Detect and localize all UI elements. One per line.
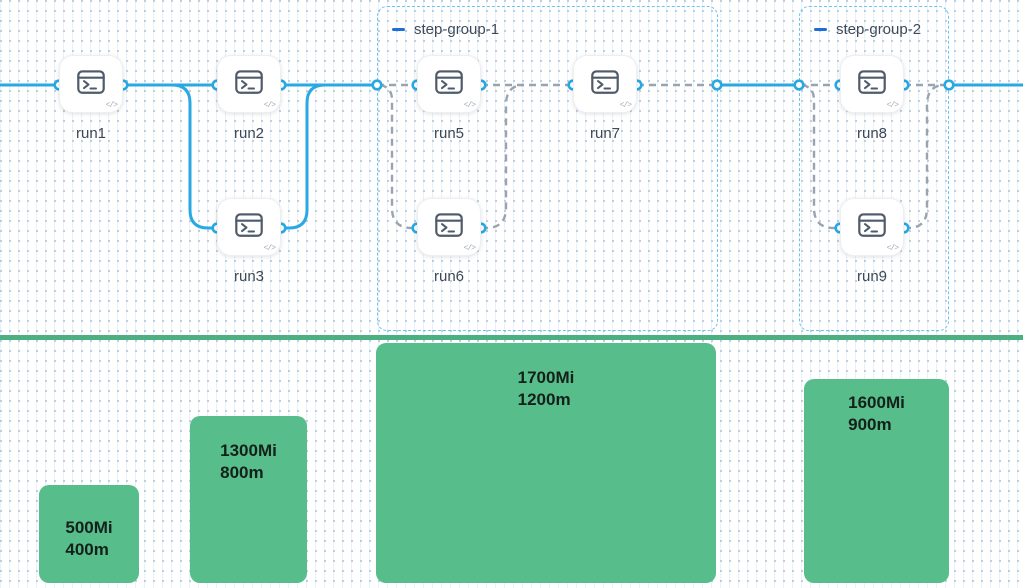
- memory-value: 500Mi: [65, 518, 113, 537]
- node-label-run8: run8: [856, 125, 888, 142]
- node-run6[interactable]: </>: [417, 198, 481, 256]
- step-group-1-header: step-group-1: [378, 7, 717, 38]
- group-dash-icon: [814, 28, 827, 31]
- resource-separator-line: [0, 335, 1023, 340]
- node-run9[interactable]: </>: [840, 198, 904, 256]
- node-label-run3: run3: [233, 268, 265, 285]
- port[interactable]: [943, 79, 955, 91]
- group-dash-icon: [392, 28, 405, 31]
- code-icon: </>: [463, 244, 476, 253]
- terminal-icon: [858, 70, 886, 94]
- resource-bar-run1[interactable]: 500Mi 400m: [39, 485, 139, 583]
- terminal-icon: [77, 70, 105, 94]
- terminal-icon: [235, 70, 263, 94]
- step-group-2-box[interactable]: step-group-2: [799, 6, 949, 331]
- terminal-icon: [235, 213, 263, 237]
- resource-bar-step-group-1[interactable]: 1700Mi 1200m: [376, 343, 716, 583]
- node-run5[interactable]: </>: [417, 55, 481, 113]
- cpu-value: 800m: [220, 463, 264, 482]
- cpu-value: 1200m: [517, 390, 571, 409]
- node-run1[interactable]: </>: [59, 55, 123, 113]
- node-run8[interactable]: </>: [840, 55, 904, 113]
- cpu-value: 400m: [65, 540, 109, 559]
- resource-bar-step-group-2[interactable]: 1600Mi 900m: [804, 379, 949, 583]
- terminal-icon: [858, 213, 886, 237]
- step-group-1-box[interactable]: step-group-1: [377, 6, 718, 331]
- code-icon: </>: [463, 101, 476, 110]
- terminal-icon: [435, 70, 463, 94]
- port[interactable]: [711, 79, 723, 91]
- port[interactable]: [371, 79, 383, 91]
- code-icon: </>: [619, 101, 632, 110]
- group-label: step-group-2: [836, 21, 922, 38]
- node-label-run6: run6: [433, 268, 465, 285]
- code-icon: </>: [263, 101, 276, 110]
- node-run2[interactable]: </>: [217, 55, 281, 113]
- code-icon: </>: [886, 244, 899, 253]
- memory-value: 1600Mi: [848, 393, 905, 412]
- cpu-value: 900m: [848, 415, 892, 434]
- node-label-run1: run1: [75, 125, 107, 142]
- memory-value: 1700Mi: [517, 368, 575, 387]
- code-icon: </>: [886, 101, 899, 110]
- terminal-icon: [591, 70, 619, 94]
- port[interactable]: [793, 79, 805, 91]
- group-label: step-group-1: [414, 21, 500, 38]
- node-run3[interactable]: </>: [217, 198, 281, 256]
- node-label-run2: run2: [233, 125, 265, 142]
- node-label-run5: run5: [433, 125, 465, 142]
- node-label-run7: run7: [589, 125, 621, 142]
- code-icon: </>: [105, 101, 118, 110]
- solid-edges: [0, 83, 1023, 230]
- dashed-edges: [377, 83, 949, 230]
- resource-bar-run2[interactable]: 1300Mi 800m: [190, 416, 307, 583]
- code-icon: </>: [263, 244, 276, 253]
- step-group-2-header: step-group-2: [800, 7, 948, 38]
- memory-value: 1300Mi: [220, 441, 277, 460]
- node-run7[interactable]: </>: [573, 55, 637, 113]
- terminal-icon: [435, 213, 463, 237]
- node-label-run9: run9: [856, 268, 888, 285]
